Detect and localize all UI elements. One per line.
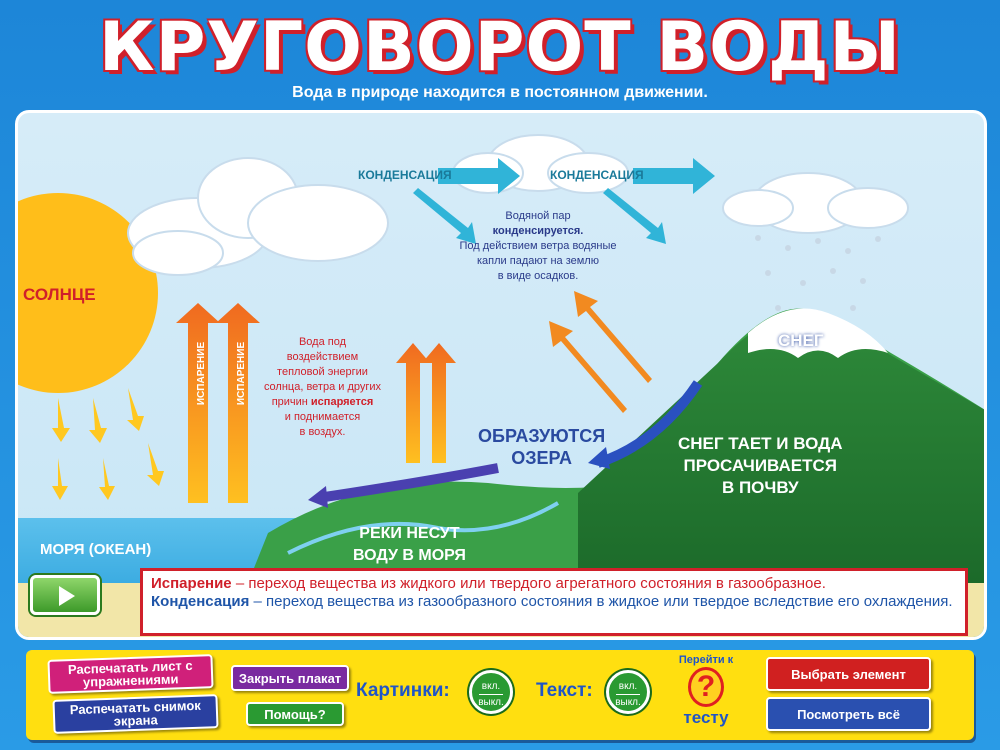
close-poster-button[interactable]: Закрыть плакат: [231, 665, 349, 691]
snow-label: СНЕГ: [778, 331, 824, 350]
print-sheet-button[interactable]: Распечатать лист с упражнениями: [47, 654, 214, 694]
condensation-label: КОНДЕНСАЦИЯ: [358, 168, 452, 182]
precipitation-icon: [755, 235, 881, 316]
mountain: [578, 313, 984, 583]
text-toggle[interactable]: вкл.выкл.: [606, 670, 650, 714]
question-icon: ?: [688, 667, 724, 707]
river-arrow: [317, 463, 499, 503]
rain-cloud-icon: [722, 172, 909, 234]
condensation-arrows: [413, 158, 715, 244]
snow-cap: [748, 308, 888, 358]
definitions-box: Испарение – переход вещества из жидкого …: [140, 568, 968, 636]
pictures-toggle[interactable]: вкл.выкл.: [469, 670, 513, 714]
print-screen-button[interactable]: Распечатать снимок экрана: [52, 694, 219, 734]
condensation-definition: – переход вещества из газообразного сост…: [249, 593, 953, 610]
river: [287, 501, 560, 555]
scene-illustration: [18, 134, 984, 637]
go-to-test-button[interactable]: Перейти к ? тесту: [678, 654, 734, 727]
select-element-button[interactable]: Выбрать элемент: [766, 657, 931, 691]
text-label: Текст:: [536, 680, 593, 701]
pictures-label: Картинки:: [356, 680, 450, 701]
evaporation-definition: – переход вещества из жидкого или твердо…: [231, 575, 826, 592]
cloud-icon: [452, 134, 629, 194]
sea-label: МОРЯ (ОКЕАН): [40, 541, 152, 558]
page-subtitle: Вода в природе находится в постоянном дв…: [292, 84, 708, 101]
cloud-icon: [127, 157, 389, 276]
sun-icon: [18, 193, 158, 393]
evaporation-arrows: [176, 303, 456, 503]
view-all-button[interactable]: Посмотреть всё: [766, 697, 931, 731]
evaporation-term: Испарение: [151, 575, 232, 592]
lake-arrow: [596, 380, 703, 468]
condensation-label: КОНДЕНСАЦИЯ: [550, 168, 644, 182]
sun-rays: [52, 388, 164, 500]
evaporation-label: ИСПАРЕНИЕ: [196, 341, 208, 406]
help-button[interactable]: Помощь?: [246, 702, 344, 726]
page-title: КРУГОВОРОТ ВОДЫ: [99, 8, 901, 87]
evaporation-arrows-diagonal: [549, 291, 652, 413]
condensation-term: Конденсация: [151, 593, 250, 610]
play-button[interactable]: [30, 575, 100, 615]
sun-label: СОЛНЦЕ: [23, 285, 96, 304]
water-cycle-scene: СОЛНЦЕ КОНДЕНСАЦИЯ КОНДЕНСАЦИЯ Водяной п…: [15, 110, 987, 640]
toolbar: Распечатать лист с упражнениями Распечат…: [26, 650, 974, 740]
